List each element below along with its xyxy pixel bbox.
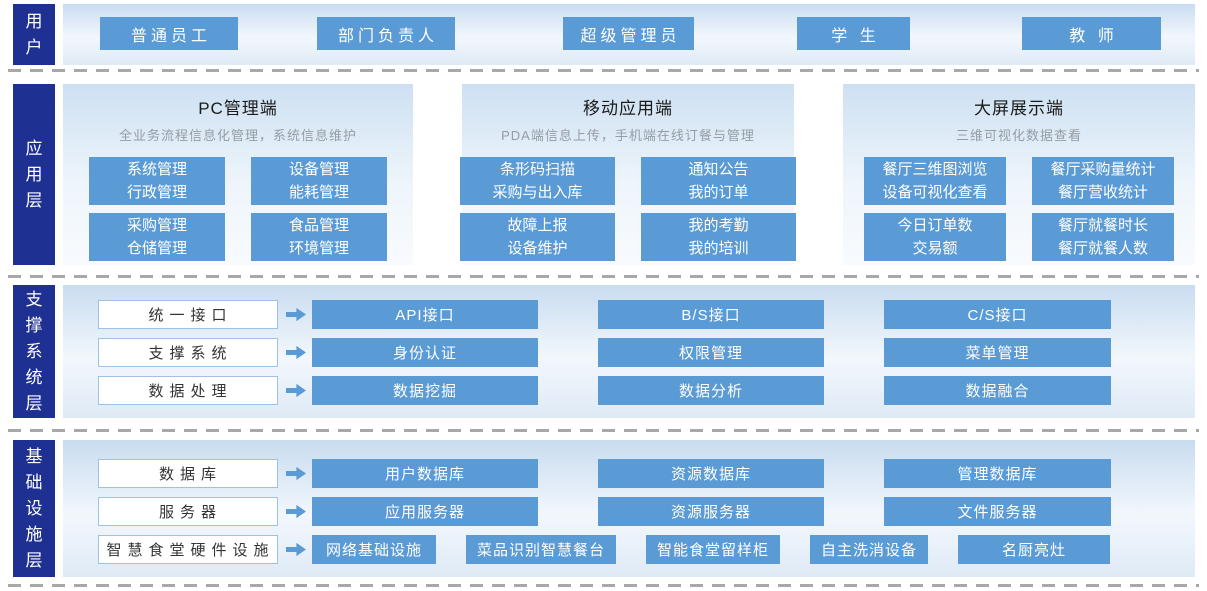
panel-subtitle: 三维可视化数据查看	[955, 128, 1082, 143]
support-row: 数据处理 数据挖掘 数据分析 数据融合	[98, 376, 1195, 405]
item-bars: 网络基础设施 菜品识别智慧餐台 智能食堂留样柜 自主洗消设备 名厨亮灶	[312, 535, 1110, 564]
panel-title: 移动应用端	[583, 99, 673, 118]
app-module-node: 食品管理 环境管理	[251, 213, 387, 261]
dashed-separator	[8, 584, 1199, 587]
app-module-node: 餐厅三维图浏览 设备可视化查看	[864, 157, 1006, 205]
infrastructure-item-node: 用户数据库	[312, 459, 538, 488]
app-panel-pc: PC管理端 全业务流程信息化管理，系统信息维护 系统管理 行政管理 设备管理 能…	[63, 84, 413, 265]
app-module-node: 餐厅采购量统计 餐厅营收统计	[1032, 157, 1174, 205]
item-bars: 身份认证 权限管理 菜单管理	[312, 338, 1111, 367]
support-item-node: 菜单管理	[884, 338, 1111, 367]
category-box: 数据库	[98, 459, 278, 488]
infrastructure-item-node: 管理数据库	[884, 459, 1111, 488]
app-module-node: 今日订单数 交易额	[864, 213, 1006, 261]
support-row: 支撑系统 身份认证 权限管理 菜单管理	[98, 338, 1195, 367]
layer-label-support-text: 支撑系统层	[25, 289, 43, 413]
support-item-node: 数据融合	[884, 376, 1111, 405]
infrastructure-item-node: 网络基础设施	[312, 535, 436, 564]
user-role-node: 超级管理员	[563, 17, 694, 50]
category-box: 服务器	[98, 497, 278, 526]
support-item-node: 数据挖掘	[312, 376, 538, 405]
arrow-right-icon	[286, 345, 306, 360]
infrastructure-item-node: 资源数据库	[598, 459, 824, 488]
support-band: 统一接口 API接口 B/S接口 C/S接口 支撑系统 身份认证 权限管理 菜单…	[63, 285, 1195, 418]
infrastructure-item-node: 名厨亮灶	[958, 535, 1110, 564]
app-module-node: 餐厅就餐时长 餐厅就餐人数	[1032, 213, 1174, 261]
app-panel-mobile: 移动应用端 PDA端信息上传，手机端在线订餐与管理 条形码扫描 采购与出入库 通…	[460, 84, 796, 265]
support-row: 统一接口 API接口 B/S接口 C/S接口	[98, 300, 1195, 329]
support-item-node: C/S接口	[884, 300, 1111, 329]
infrastructure-item-node: 菜品识别智慧餐台	[466, 535, 616, 564]
panel-module-grid: 餐厅三维图浏览 设备可视化查看 餐厅采购量统计 餐厅营收统计 今日订单数 交易额…	[843, 157, 1195, 261]
layer-label-infrastructure-text: 基础设施层	[25, 446, 43, 570]
category-box: 数据处理	[98, 376, 278, 405]
category-box: 统一接口	[98, 300, 278, 329]
panel-title: 大屏展示端	[974, 99, 1064, 118]
support-item-node: 身份认证	[312, 338, 538, 367]
support-item-node: API接口	[312, 300, 538, 329]
app-module-node: 设备管理 能耗管理	[251, 157, 387, 205]
layer-label-infrastructure: 基础设施层	[13, 440, 55, 577]
infrastructure-item-node: 文件服务器	[884, 497, 1111, 526]
app-module-node: 系统管理 行政管理	[89, 157, 225, 205]
arrow-right-icon	[286, 466, 306, 481]
infrastructure-item-node: 智能食堂留样柜	[646, 535, 780, 564]
item-bars: API接口 B/S接口 C/S接口	[312, 300, 1111, 329]
infrastructure-row: 智慧食堂硬件设施 网络基础设施 菜品识别智慧餐台 智能食堂留样柜 自主洗消设备 …	[98, 535, 1195, 564]
users-band: 普通员工 部门负责人 超级管理员 学 生 教 师	[63, 4, 1195, 65]
dashed-separator	[8, 69, 1199, 72]
user-role-node: 教 师	[1022, 17, 1161, 50]
panel-title: PC管理端	[198, 99, 278, 118]
app-panel-bigscreen: 大屏展示端 三维可视化数据查看 餐厅三维图浏览 设备可视化查看 餐厅采购量统计 …	[843, 84, 1195, 265]
arrow-right-icon	[286, 383, 306, 398]
layer-label-application-text: 应用层	[25, 138, 43, 210]
app-module-node: 采购管理 仓储管理	[89, 213, 225, 261]
panel-subtitle: PDA端信息上传，手机端在线订餐与管理	[501, 128, 755, 143]
support-item-node: 数据分析	[598, 376, 824, 405]
app-module-node: 我的考勤 我的培训	[641, 213, 796, 261]
user-role-node: 部门负责人	[317, 17, 455, 50]
panel-module-grid: 条形码扫描 采购与出入库 通知公告 我的订单 故障上报 设备维护 我的考勤 我的…	[460, 157, 796, 261]
user-role-node: 学 生	[797, 17, 910, 50]
application-band: PC管理端 全业务流程信息化管理，系统信息维护 系统管理 行政管理 设备管理 能…	[63, 84, 1195, 265]
dashed-separator	[8, 275, 1199, 278]
arrow-right-icon	[286, 307, 306, 322]
app-module-node: 条形码扫描 采购与出入库	[460, 157, 615, 205]
infrastructure-item-node: 资源服务器	[598, 497, 824, 526]
user-role-node: 普通员工	[100, 17, 238, 50]
infrastructure-item-node: 自主洗消设备	[810, 535, 928, 564]
layer-label-application: 应用层	[13, 84, 55, 265]
infrastructure-row: 数据库 用户数据库 资源数据库 管理数据库	[98, 459, 1195, 488]
app-module-node: 通知公告 我的订单	[641, 157, 796, 205]
item-bars: 数据挖掘 数据分析 数据融合	[312, 376, 1111, 405]
item-bars: 用户数据库 资源数据库 管理数据库	[312, 459, 1111, 488]
app-module-node: 故障上报 设备维护	[460, 213, 615, 261]
arrow-right-icon	[286, 504, 306, 519]
category-box: 智慧食堂硬件设施	[98, 535, 278, 564]
infrastructure-item-node: 应用服务器	[312, 497, 538, 526]
layer-label-users: 用户	[13, 4, 55, 65]
infrastructure-row: 服务器 应用服务器 资源服务器 文件服务器	[98, 497, 1195, 526]
infrastructure-band: 数据库 用户数据库 资源数据库 管理数据库 服务器 应用服务器 资源服务器 文件…	[63, 440, 1195, 577]
layer-label-users-text: 用户	[25, 11, 43, 57]
support-item-node: 权限管理	[598, 338, 824, 367]
panel-module-grid: 系统管理 行政管理 设备管理 能耗管理 采购管理 仓储管理 食品管理 环境管理	[63, 157, 413, 261]
item-bars: 应用服务器 资源服务器 文件服务器	[312, 497, 1111, 526]
arrow-right-icon	[286, 542, 306, 557]
dashed-separator	[8, 429, 1199, 432]
support-item-node: B/S接口	[598, 300, 824, 329]
layer-label-support: 支撑系统层	[13, 285, 55, 418]
category-box: 支撑系统	[98, 338, 278, 367]
panel-subtitle: 全业务流程信息化管理，系统信息维护	[118, 128, 357, 143]
